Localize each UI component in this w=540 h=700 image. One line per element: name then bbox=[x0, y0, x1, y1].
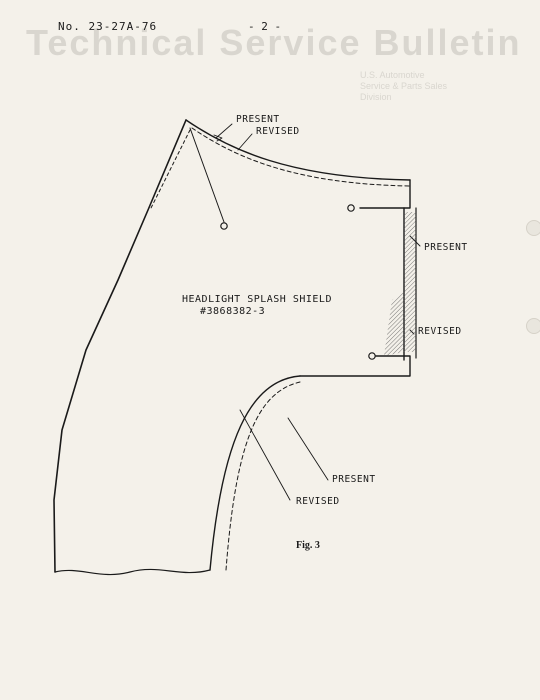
bleed-through-subtitle: U.S. Automotive Service & Parts Sales Di… bbox=[360, 70, 448, 102]
label-right-present: PRESENT bbox=[424, 242, 468, 253]
shield-lower-tab bbox=[299, 355, 411, 377]
label-right-revised: REVISED bbox=[418, 326, 462, 337]
shield-bottom-edge bbox=[54, 568, 211, 576]
punch-hole-top bbox=[526, 220, 540, 236]
label-bottom-revised: REVISED bbox=[296, 496, 340, 507]
shield-top-revised bbox=[191, 127, 411, 187]
bolt-hole-2 bbox=[347, 204, 355, 212]
punch-hole-bottom bbox=[526, 318, 540, 334]
bleed-through-title: Technical Service Bulletin bbox=[26, 22, 522, 63]
label-top-revised: REVISED bbox=[256, 126, 300, 137]
label-bottom-present: PRESENT bbox=[332, 474, 376, 485]
shield-outline-left bbox=[53, 119, 187, 573]
shield-upper-tab bbox=[359, 179, 411, 209]
shield-arch-present bbox=[209, 375, 301, 571]
bolt-hole-1 bbox=[220, 222, 228, 230]
label-top-present: PRESENT bbox=[236, 114, 280, 125]
figure-caption: Fig. 3 bbox=[296, 540, 320, 551]
flange-cut-hatch bbox=[384, 292, 404, 356]
part-name: HEADLIGHT SPLASH SHIELD bbox=[182, 294, 332, 305]
flange-revised-hatch bbox=[404, 212, 416, 352]
bolt-hole-3 bbox=[368, 352, 376, 360]
document-number: No. 23-27A-76 bbox=[58, 20, 158, 33]
shield-arch-revised bbox=[225, 381, 301, 571]
part-number: #3868382-3 bbox=[200, 306, 266, 317]
page-number: - 2 - bbox=[248, 20, 282, 33]
shield-revised-left-edge bbox=[149, 129, 191, 211]
shield-top-present bbox=[185, 119, 411, 181]
